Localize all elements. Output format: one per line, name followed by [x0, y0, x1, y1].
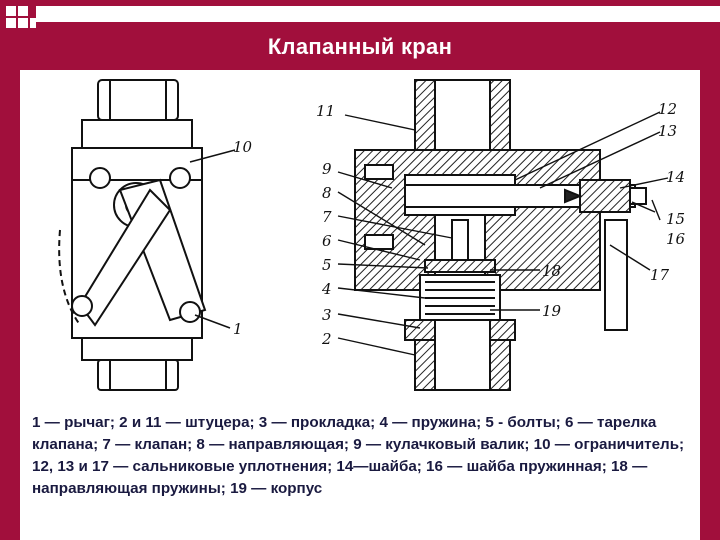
header-stripe — [36, 6, 720, 22]
callout-2: 2 — [321, 330, 332, 348]
callout-3: 3 — [322, 306, 332, 324]
callout-4: 4 — [321, 280, 332, 298]
slide-title: Клапанный кран — [267, 34, 453, 59]
callout-17: 17 — [650, 266, 670, 284]
callout-10: 10 — [233, 138, 253, 156]
callout-19: 19 — [542, 302, 562, 320]
valve-drawing: 10 1 — [58, 79, 686, 391]
callout-9: 9 — [322, 160, 332, 178]
callout-11: 11 — [316, 102, 335, 120]
callout-16: 16 — [666, 230, 686, 248]
callout-13: 13 — [658, 122, 677, 140]
callout-5: 5 — [322, 256, 332, 274]
callout-18: 18 — [542, 262, 561, 280]
callout-12: 12 — [658, 100, 677, 118]
callout-1: 1 — [233, 320, 243, 338]
callout-7: 7 — [322, 208, 332, 226]
callout-15: 15 — [666, 210, 685, 228]
section-view — [354, 79, 647, 391]
external-view — [58, 79, 207, 391]
caption-panel: 1 — рычаг; 2 и 11 — штуцера; 3 — проклад… — [20, 400, 700, 540]
valve-diagram: 10 1 — [20, 70, 700, 400]
caption-text: 1 — рычаг; 2 и 11 — штуцера; 3 — проклад… — [32, 414, 685, 497]
callout-6: 6 — [322, 232, 332, 250]
callout-8: 8 — [322, 184, 332, 202]
callout-14: 14 — [666, 168, 685, 186]
